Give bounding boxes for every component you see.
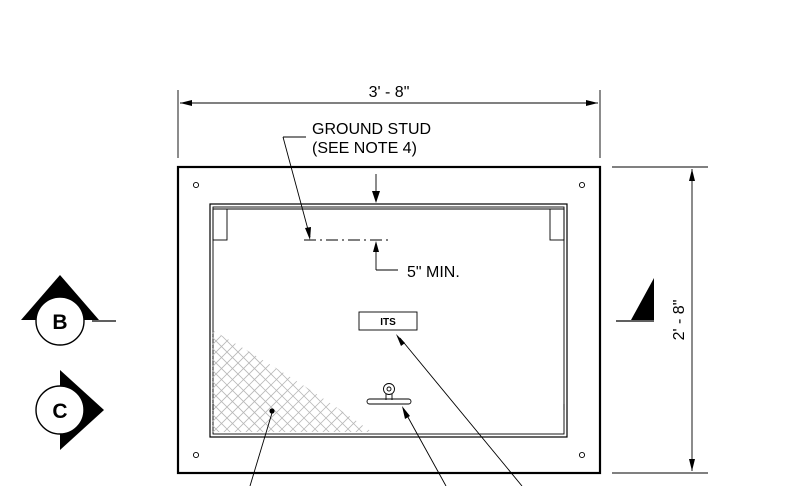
its-tag bbox=[358, 311, 418, 331]
min-offset-label: 5" MIN. bbox=[407, 264, 460, 281]
bottom-leaders bbox=[249, 334, 523, 486]
section-marker-c bbox=[35, 370, 104, 450]
hatch-line bbox=[458, 330, 568, 440]
hatch-line bbox=[458, 330, 568, 440]
hatch-line bbox=[73, 330, 183, 440]
hatch-line bbox=[425, 330, 535, 440]
hatch-line bbox=[369, 330, 372, 432]
hatch-line bbox=[447, 330, 557, 440]
ground-stud-label-line2: (SEE NOTE 4) bbox=[312, 140, 417, 157]
hatch-line bbox=[325, 330, 372, 432]
section-marker-b bbox=[21, 275, 116, 346]
hatch-line bbox=[95, 330, 205, 440]
hatch-line bbox=[469, 330, 579, 440]
hatch-line bbox=[447, 330, 557, 440]
hatch-line bbox=[270, 330, 372, 432]
hatch-line bbox=[212, 330, 261, 432]
lid-corner-tabs bbox=[212, 208, 565, 241]
hatch-line bbox=[436, 330, 546, 440]
hatch-line bbox=[336, 330, 372, 432]
ground-stud-label-line1: GROUND STUD bbox=[312, 121, 431, 138]
hatch-line bbox=[381, 330, 491, 440]
section-marker-c-label: C bbox=[52, 400, 67, 423]
hatch-line bbox=[212, 330, 239, 432]
hatch-line bbox=[303, 330, 372, 432]
lift-eye bbox=[383, 383, 395, 400]
hatch-line bbox=[347, 330, 372, 432]
width-dimension bbox=[177, 90, 601, 158]
hatch-line bbox=[347, 330, 372, 432]
hatch-line bbox=[212, 330, 217, 432]
lid-edge-arrow bbox=[372, 174, 380, 203]
hatch-line bbox=[414, 330, 524, 440]
height-dimension-label: 2' - 8" bbox=[671, 300, 688, 341]
hatch-line bbox=[358, 330, 372, 432]
hatch-line bbox=[403, 330, 513, 440]
hatch-line bbox=[212, 330, 250, 432]
hatch-line bbox=[381, 330, 491, 440]
hatch-line bbox=[212, 330, 261, 432]
height-dimension bbox=[612, 166, 708, 474]
hatch-line bbox=[369, 330, 372, 432]
hatch-line bbox=[414, 330, 524, 440]
hatch-line bbox=[212, 330, 250, 432]
hatch-line bbox=[436, 330, 546, 440]
ground-stud-leader bbox=[282, 136, 311, 240]
pull-slot bbox=[366, 398, 412, 405]
hatch-line bbox=[314, 330, 372, 432]
min-offset-dimension bbox=[373, 241, 398, 271]
hatch-line bbox=[212, 330, 217, 432]
hatch-line bbox=[358, 330, 372, 432]
bolt-holes bbox=[192, 181, 586, 459]
section-cut-symbol bbox=[616, 278, 654, 322]
lid-outline bbox=[209, 203, 568, 438]
hatch-line bbox=[281, 330, 372, 432]
hatch-line bbox=[73, 330, 183, 440]
section-marker-b-label: B bbox=[52, 311, 67, 334]
lid-inner-outline bbox=[212, 206, 565, 435]
outer-frame bbox=[176, 165, 602, 475]
hatch-line bbox=[95, 330, 205, 440]
its-tag-label: ITS bbox=[380, 317, 396, 328]
hatch-line bbox=[392, 330, 502, 440]
hatch-line bbox=[212, 330, 239, 432]
hatch-line bbox=[469, 330, 579, 440]
width-dimension-label: 3' - 8" bbox=[369, 84, 410, 101]
hatch-line bbox=[392, 330, 502, 440]
hatch-line bbox=[425, 330, 535, 440]
hatch-line bbox=[292, 330, 372, 432]
hatch-line bbox=[403, 330, 513, 440]
